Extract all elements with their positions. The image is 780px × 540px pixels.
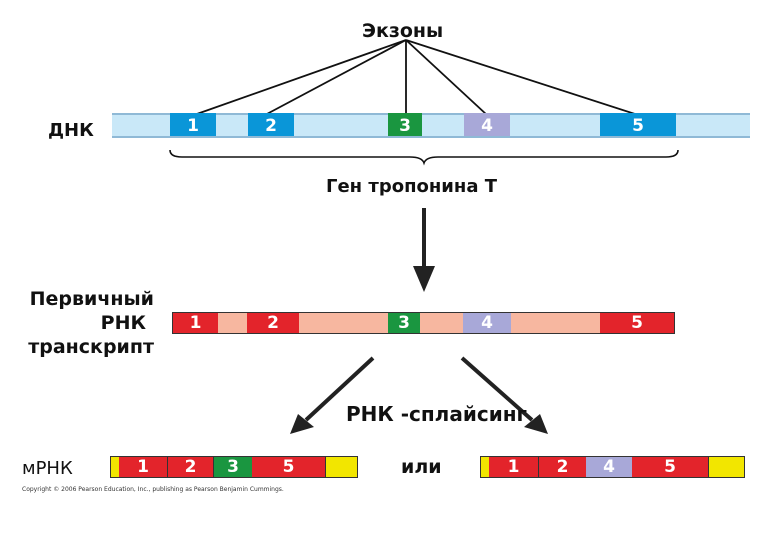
dna-exon-1: 1 (170, 113, 216, 138)
pre-exon-4: 4 (463, 313, 511, 333)
mrna1-exon-2: 2 (168, 457, 214, 477)
splice-arrow-right (460, 356, 548, 434)
or-label: или (401, 456, 442, 478)
pre-exon-3: 3 (388, 313, 420, 333)
mrna2-exon-2-number: 2 (556, 457, 569, 477)
pre-exon-2: 2 (247, 313, 299, 333)
primary-label-line-1: Первичный (29, 288, 154, 310)
mrna1-exon-2-number: 2 (184, 457, 197, 477)
exons-title: Экзоны (362, 20, 444, 42)
pre-exon-5: 5 (600, 313, 674, 333)
primary-label-line-2: РНК (100, 312, 146, 334)
mrna1-exon-3-number: 3 (227, 457, 239, 477)
dna-exon-5: 5 (600, 113, 676, 138)
mrna-label: мРНК (22, 458, 73, 479)
primary-transcript-label: Первичный РНК транскрипт (16, 287, 154, 359)
pre-exon-2-number: 2 (267, 313, 279, 333)
mrna1-exon-1: 1 (119, 457, 168, 477)
dna-exon-2: 2 (248, 113, 294, 138)
pre-exon-5-number: 5 (631, 313, 643, 333)
gene-label: Ген тропонина Т (326, 176, 498, 197)
mrna2-exon-1-number: 1 (507, 457, 520, 477)
mrna-variant-1-strip: 1 2 3 5 (110, 456, 358, 478)
dna-exon-1-number: 1 (187, 115, 199, 136)
dna-label: ДНК (48, 120, 94, 141)
pre-exon-1: 1 (173, 313, 218, 333)
pointer-line-exon-1 (193, 39, 407, 116)
primary-transcript-strip: 1 2 3 4 5 (172, 312, 675, 334)
mrna1-exon-5-number: 5 (282, 457, 295, 477)
splice-arrow-left (290, 356, 375, 434)
mrna2-exon-1: 1 (489, 457, 539, 477)
splicing-label: РНК -сплайсинг (346, 402, 527, 426)
dna-strip: 1 2 3 4 5 (112, 113, 750, 138)
dna-exon-2-number: 2 (265, 115, 277, 136)
transcription-arrow (413, 208, 435, 292)
dna-exon-4-number: 4 (481, 115, 493, 136)
mrna2-exon-2: 2 (539, 457, 586, 477)
dna-exon-3-number: 3 (399, 115, 411, 136)
pre-exon-1-number: 1 (189, 313, 202, 333)
dna-exon-5-number: 5 (632, 115, 644, 136)
pointer-line-exon-4 (405, 39, 488, 116)
mrna1-exon-5: 5 (252, 457, 326, 477)
mrna2-exon-4: 4 (586, 457, 632, 477)
mrna1-exon-1-number: 1 (137, 457, 149, 477)
dna-exon-4: 4 (464, 113, 510, 138)
mrna1-exon-3: 3 (214, 457, 252, 477)
pre-exon-3-number: 3 (398, 313, 410, 333)
pointer-line-exon-5 (405, 39, 639, 116)
pointer-line-exon-2 (264, 39, 407, 116)
exon-pointer-lines (193, 39, 639, 116)
mrna-variant-2-strip: 1 2 4 5 (480, 456, 745, 478)
gene-brace (169, 149, 679, 166)
mrna2-exon-4-number: 4 (603, 457, 615, 477)
pre-exon-4-number: 4 (481, 313, 493, 333)
mrna2-exon-5-number: 5 (664, 457, 676, 477)
copyright-notice: Copyright © 2006 Pearson Education, Inc.… (22, 486, 284, 493)
dna-exon-3: 3 (388, 113, 422, 138)
mrna2-exon-5: 5 (632, 457, 709, 477)
primary-label-line-3: транскрипт (28, 336, 154, 358)
